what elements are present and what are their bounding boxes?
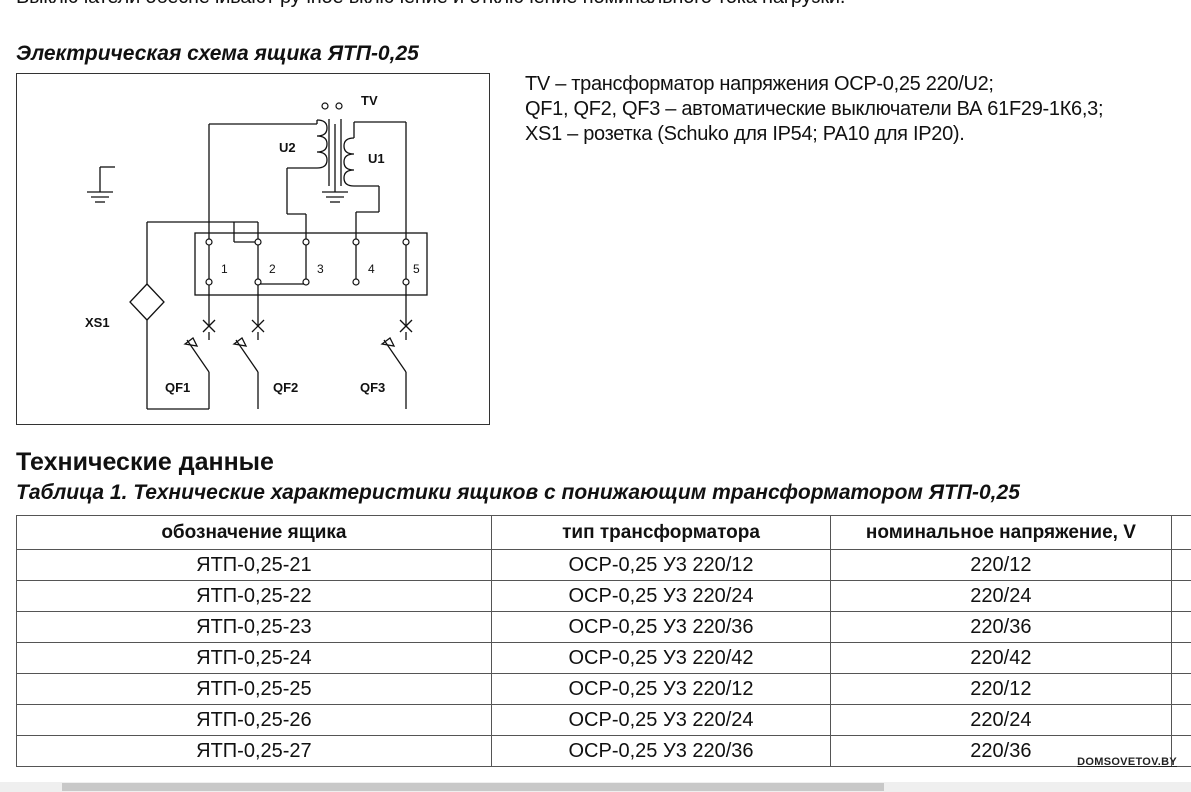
table-row: ЯТП-0,25-25 ОСР-0,25 У3 220/12 220/12 <box>16 673 1191 705</box>
cell-voltage: 220/12 <box>830 673 1172 705</box>
diagram-legend: TV – трансформатор напряжения ОСР-0,25 2… <box>525 72 1104 147</box>
cell-designation: ЯТП-0,25-25 <box>16 673 492 705</box>
cell-designation: ЯТП-0,25-21 <box>16 549 492 581</box>
cell-voltage: 220/36 <box>830 735 1172 767</box>
cell-designation: ЯТП-0,25-24 <box>16 642 492 674</box>
horizontal-scrollbar[interactable] <box>0 782 1191 792</box>
cell-extra <box>1170 611 1191 643</box>
cell-transformer: ОСР-0,25 У3 220/24 <box>490 580 832 612</box>
cell-voltage: 220/42 <box>830 642 1172 674</box>
table-row: ЯТП-0,25-26 ОСР-0,25 У3 220/24 220/24 <box>16 704 1191 736</box>
terminal-label-5: 5 <box>413 262 420 276</box>
cell-transformer: ОСР-0,25 У3 220/36 <box>490 735 832 767</box>
table-header-row: обозначение ящика тип трансформатора ном… <box>16 515 1191 550</box>
socket-xs1 <box>129 283 165 321</box>
terminal-label-4: 4 <box>368 262 375 276</box>
terminal-label-2: 2 <box>269 262 276 276</box>
label-qf2: QF2 <box>273 380 298 395</box>
winding-u1 <box>343 137 355 187</box>
label-tv: TV <box>361 93 378 108</box>
cell-transformer: ОСР-0,25 У3 220/12 <box>490 549 832 581</box>
cell-extra <box>1170 735 1191 767</box>
header-box-designation: обозначение ящика <box>16 515 492 550</box>
label-u1: U1 <box>368 151 385 166</box>
header-extra <box>1170 515 1191 550</box>
legend-item-tv: TV – трансформатор напряжения ОСР-0,25 2… <box>525 73 994 95</box>
cell-transformer: ОСР-0,25 У3 220/42 <box>490 642 832 674</box>
electrical-diagram: TV U2 U1 XS1 QF1 QF2 QF3 1 2 3 4 5 <box>16 73 490 425</box>
tech-data-heading: Технические данные <box>16 448 274 476</box>
cell-designation: ЯТП-0,25-22 <box>16 580 492 612</box>
cell-voltage: 220/12 <box>830 549 1172 581</box>
schema-title: Электрическая схема ящика ЯТП-0,25 <box>16 42 419 65</box>
spec-table: обозначение ящика тип трансформатора ном… <box>16 515 1191 767</box>
cell-extra <box>1170 580 1191 612</box>
cell-voltage: 220/24 <box>830 704 1172 736</box>
cell-transformer: ОСР-0,25 У3 220/36 <box>490 611 832 643</box>
table-row: ЯТП-0,25-21 ОСР-0,25 У3 220/12 220/12 <box>16 549 1191 581</box>
legend-item-xs1: XS1 – розетка (Schuko для IP54; РА10 для… <box>525 123 965 145</box>
header-transformer-type: тип трансформатора <box>490 515 832 550</box>
cell-extra <box>1170 704 1191 736</box>
cell-extra <box>1170 673 1191 705</box>
header-nominal-voltage: номинальное напряжение, V <box>830 515 1172 550</box>
cell-transformer: ОСР-0,25 У3 220/24 <box>490 704 832 736</box>
table-row: ЯТП-0,25-23 ОСР-0,25 У3 220/36 220/36 <box>16 611 1191 643</box>
cell-designation: ЯТП-0,25-23 <box>16 611 492 643</box>
terminal-block <box>194 232 428 296</box>
table-row: ЯТП-0,25-24 ОСР-0,25 У3 220/42 220/42 <box>16 642 1191 674</box>
table-row: ЯТП-0,25-22 ОСР-0,25 У3 220/24 220/24 <box>16 580 1191 612</box>
legend-item-qf: QF1, QF2, QF3 – автоматические выключате… <box>525 98 1104 120</box>
cell-designation: ЯТП-0,25-27 <box>16 735 492 767</box>
scrollbar-thumb[interactable] <box>62 783 884 791</box>
label-u2: U2 <box>279 140 296 155</box>
table-row: ЯТП-0,25-27 ОСР-0,25 У3 220/36 220/36 <box>16 735 1191 767</box>
label-qf1: QF1 <box>165 380 190 395</box>
cell-transformer: ОСР-0,25 У3 220/12 <box>490 673 832 705</box>
terminal-label-1: 1 <box>221 262 228 276</box>
cell-extra <box>1170 642 1191 674</box>
cell-extra <box>1170 549 1191 581</box>
cell-voltage: 220/24 <box>830 580 1172 612</box>
label-qf3: QF3 <box>360 380 385 395</box>
label-xs1: XS1 <box>85 315 110 330</box>
cell-designation: ЯТП-0,25-26 <box>16 704 492 736</box>
winding-u2 <box>316 119 328 169</box>
intro-text: Выключатели обеспечивают ручное включени… <box>16 0 845 9</box>
terminal-label-3: 3 <box>317 262 324 276</box>
table-caption: Таблица 1. Технические характеристики ящ… <box>16 481 1020 504</box>
site-watermark: DOMSOVETOV.BY <box>1077 756 1177 768</box>
diagram-svg: TV U2 U1 XS1 QF1 QF2 QF3 1 2 3 4 5 <box>85 93 428 410</box>
cell-voltage: 220/36 <box>830 611 1172 643</box>
